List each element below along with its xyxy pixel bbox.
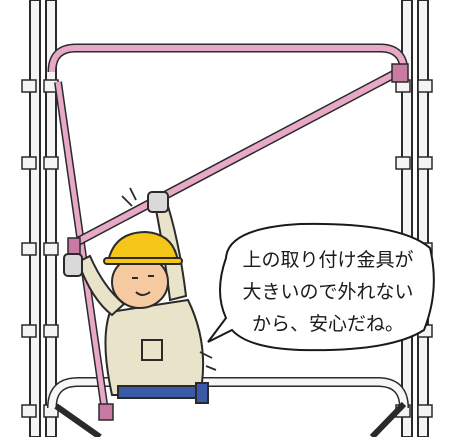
left-scaffold-frame	[29, 0, 57, 437]
worker-figure	[63, 191, 209, 404]
vertical-brace	[54, 81, 114, 421]
motion-lines	[121, 187, 217, 371]
right-scaffold-frame	[401, 0, 429, 437]
bubble-line-1: 上の取り付け金具が	[242, 249, 414, 271]
bottom-rail	[47, 377, 409, 409]
speech-bubble-text: 上の取り付け金具が 大きいので外れない から、安心だね。	[222, 244, 434, 340]
bottom-braces	[54, 401, 407, 437]
bubble-line-2: 大きいので外れない	[242, 281, 414, 303]
speech-bubble-shape	[207, 222, 435, 352]
bubble-line-3: から、安心だね。	[251, 313, 404, 335]
top-rail	[47, 43, 409, 73]
diagonal-brace	[67, 63, 409, 255]
left-clamps	[21, 79, 59, 418]
